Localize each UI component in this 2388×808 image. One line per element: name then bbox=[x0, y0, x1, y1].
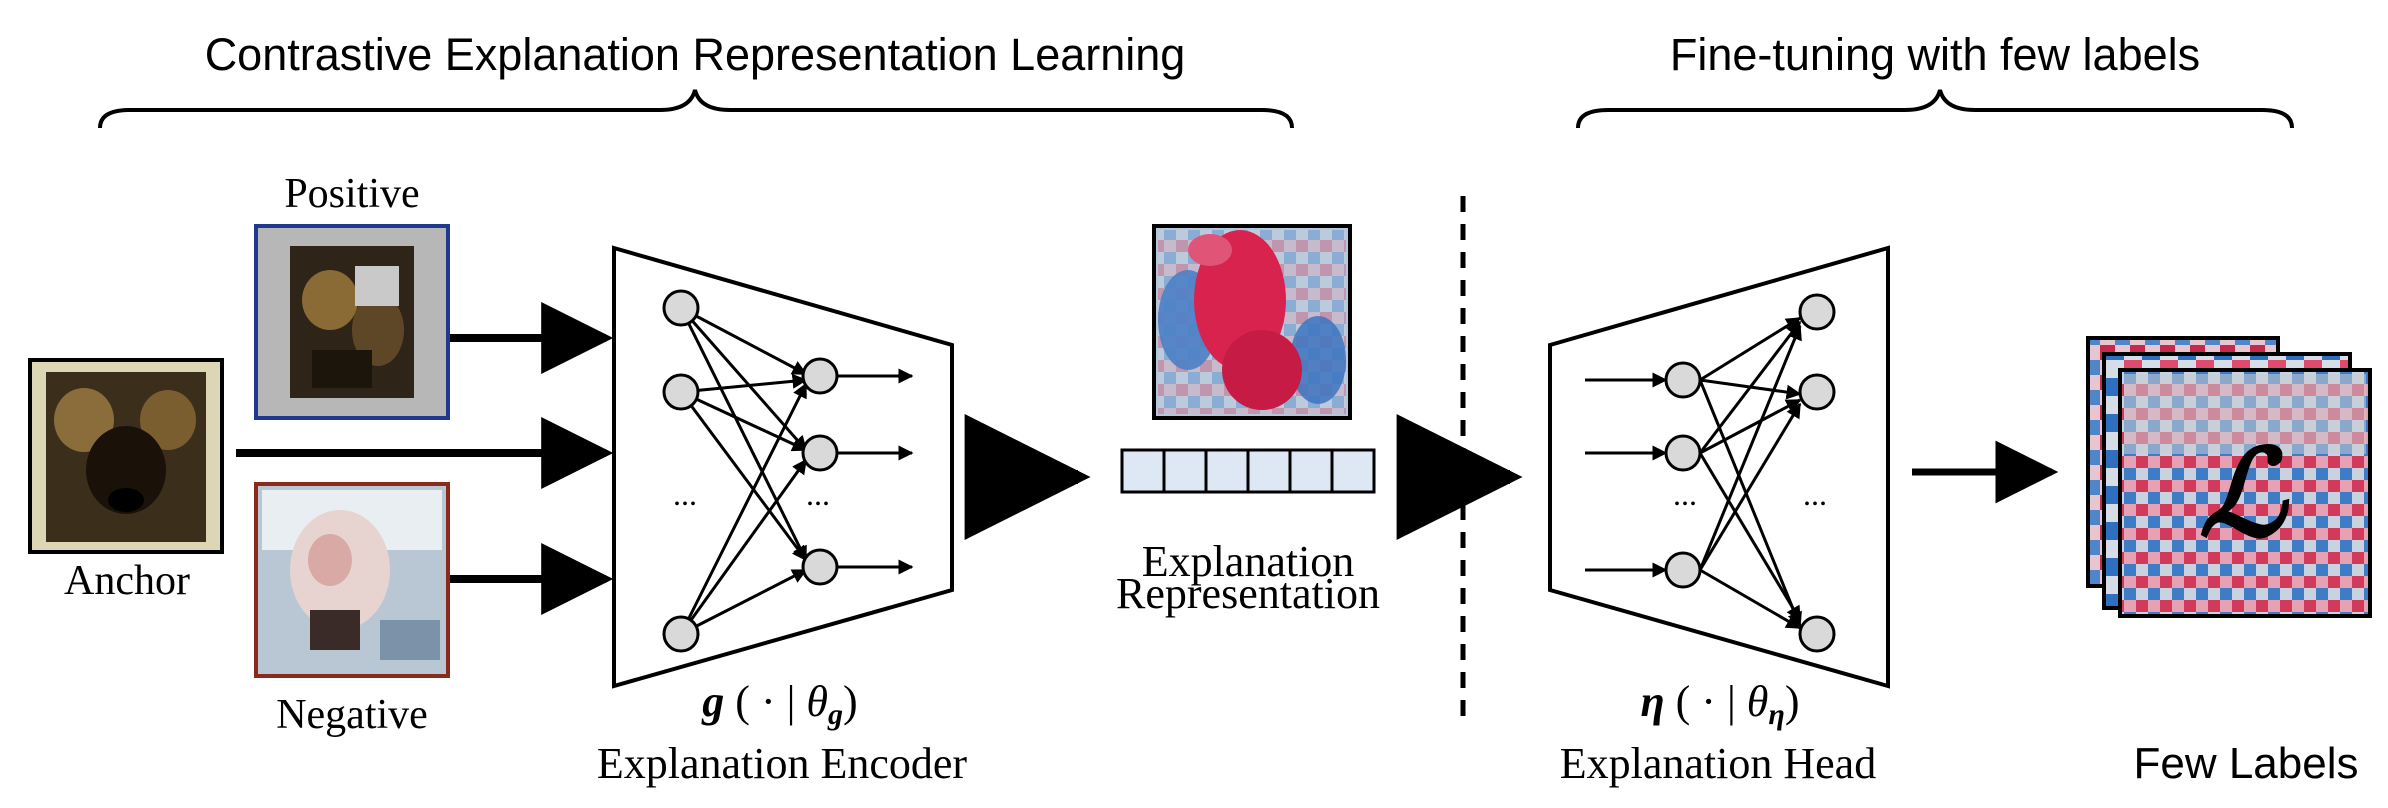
head-nodes bbox=[1664, 293, 1836, 653]
few-labels-stack bbox=[2086, 336, 2372, 618]
head-output-node bbox=[1798, 373, 1836, 411]
right-section-title: Fine-tuning with few labels bbox=[1670, 29, 2200, 80]
positive-label: Positive bbox=[284, 171, 419, 217]
head-ellipsis-right: ... bbox=[1803, 476, 1827, 512]
left-brace bbox=[98, 89, 1294, 129]
encoder-ellipsis-left: ... bbox=[673, 476, 697, 512]
encoder-input-node bbox=[662, 373, 700, 411]
few-labels-label: Few Labels bbox=[2133, 739, 2358, 788]
head-output-node bbox=[1798, 615, 1836, 653]
encoder-input-node bbox=[662, 289, 700, 327]
representation-label-line2: Representation bbox=[1116, 569, 1380, 618]
head-ellipsis-left: ... bbox=[1673, 476, 1697, 512]
head-trapezoid bbox=[1548, 245, 1890, 689]
encoder-ellipsis-right: ... bbox=[806, 476, 830, 512]
encoder-hidden-node bbox=[801, 357, 839, 395]
head-hidden-node bbox=[1664, 551, 1702, 589]
head-formula: η ( · | θη) bbox=[1640, 677, 1799, 731]
negative-image bbox=[254, 482, 450, 678]
loss-symbol: ℒ bbox=[2199, 428, 2290, 561]
right-brace bbox=[1576, 89, 2294, 129]
encoder-hidden-node bbox=[801, 434, 839, 472]
representation-vector bbox=[1120, 448, 1376, 494]
encoder-input-node bbox=[662, 615, 700, 653]
head-output-node bbox=[1798, 293, 1836, 331]
head-label: Explanation Head bbox=[1560, 739, 1876, 788]
representation-heatmap bbox=[1152, 224, 1352, 420]
encoder-nodes bbox=[662, 289, 839, 653]
head-network bbox=[1585, 316, 1802, 630]
head-hidden-node bbox=[1664, 361, 1702, 399]
anchor-image bbox=[28, 358, 224, 554]
negative-label: Negative bbox=[276, 692, 428, 738]
head-hidden-node bbox=[1664, 434, 1702, 472]
encoder-hidden-node bbox=[801, 548, 839, 586]
anchor-label: Anchor bbox=[64, 558, 190, 604]
encoder-network bbox=[679, 306, 914, 636]
positive-image bbox=[254, 224, 450, 420]
encoder-label: Explanation Encoder bbox=[597, 739, 968, 788]
left-section-title: Contrastive Explanation Representation L… bbox=[205, 29, 1186, 80]
encoder-formula: g ( · | θg) bbox=[701, 677, 857, 731]
representation-label-line1: Explanation bbox=[1142, 537, 1355, 586]
encoder-trapezoid bbox=[612, 245, 954, 689]
